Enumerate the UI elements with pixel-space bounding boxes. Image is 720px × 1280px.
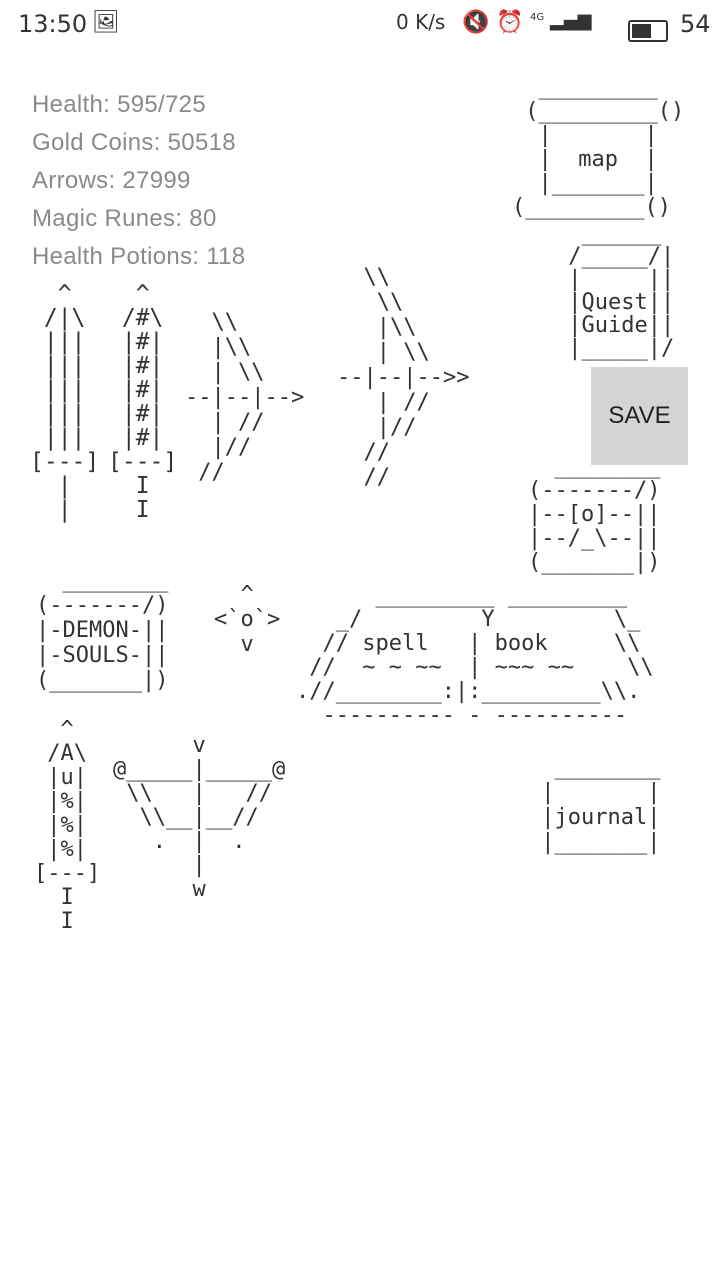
network-speed: 0 K/s [396, 10, 446, 34]
large-bow-item[interactable]: \\ \\ |\\ | \\ --|--|-->> | // |// // // [337, 265, 470, 490]
arrows-stat: Arrows: 27999 [32, 167, 191, 194]
map-button[interactable]: _________ (_________() | | | map | |____… [512, 75, 685, 220]
sword-item[interactable]: ^ /|\ ||| ||| ||| ||| ||| [---] | | [30, 281, 100, 523]
quest-guide-button[interactable]: ______ /_____/| | || |Quest|| |Guide|| |… [568, 221, 675, 361]
network-type: 4G [530, 12, 545, 23]
spell-book-button[interactable]: _________ _________ _/ Y \_ // spell | b… [296, 583, 654, 728]
health-stat: Health: 595/725 [32, 91, 206, 118]
image-notification-icon: 🖼 [92, 10, 120, 35]
gadget-item[interactable]: ________ (-------/) |--[o]--|| |--/_\--|… [528, 454, 661, 575]
runes-stat: Magic Runes: 80 [32, 205, 217, 232]
clock: 13:50 [18, 10, 88, 38]
mute-icon: 🔇 [462, 10, 490, 35]
status-bar: 13:50 🖼 0 K/s 🔇 ⏰ 4G ▂▄▆ 54 [0, 0, 720, 52]
battery-level: 54 [680, 10, 711, 38]
slingshot-item[interactable]: v @_____|_____@ \\ | // \\__|__// . | . … [113, 733, 286, 902]
compass-item[interactable]: ^ <`o`> v [214, 582, 281, 657]
potions-stat: Health Potions: 118 [32, 243, 246, 270]
alarm-icon: ⏰ [496, 10, 524, 35]
hash-sword-item[interactable]: ^ /#\ |#| |#| |#| |#| |#| [---] I I [108, 281, 178, 523]
save-button[interactable]: SAVE [591, 367, 688, 465]
bow-item[interactable]: \\ |\\ | \\ --|--|--> | // |// // [185, 310, 305, 485]
player-stats: Health: 595/725 Gold Coins: 50518 Arrows… [32, 86, 245, 276]
gold-stat: Gold Coins: 50518 [32, 129, 236, 156]
journal-button[interactable]: ________ | | |journal| |_______| [541, 755, 661, 855]
demon-souls-item[interactable]: ________ (-------/) |-DEMON-|| |-SOULS-|… [36, 568, 169, 693]
dagger-item[interactable]: ^ /A\ |u| |%| |%| |%| [---] I I [34, 717, 101, 934]
signal-icon: ▂▄▆ [550, 10, 592, 31]
